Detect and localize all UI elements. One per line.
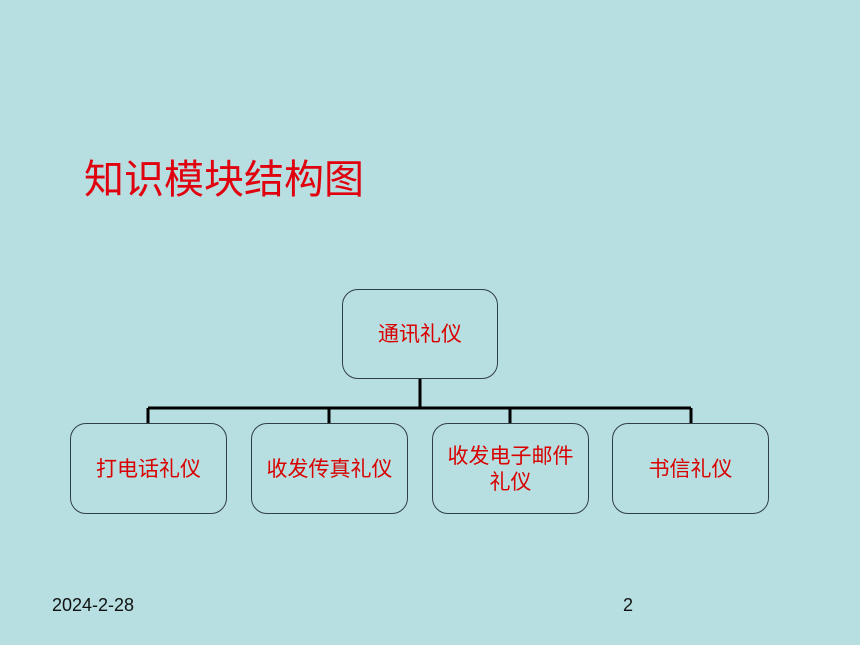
node-child-phone-etiquette: 打电话礼仪 [70,423,227,514]
node-child-label: 书信礼仪 [648,456,733,481]
node-child-label: 收发传真礼仪 [266,456,393,481]
node-child-fax-etiquette: 收发传真礼仪 [251,423,408,514]
node-root: 通讯礼仪 [342,289,498,379]
node-root-label: 通讯礼仪 [378,322,462,346]
slide-title: 知识模块结构图 [84,157,364,203]
node-child-letter-etiquette: 书信礼仪 [612,423,769,514]
node-child-label: 收发电子邮件礼仪 [447,443,574,494]
node-child-label: 打电话礼仪 [96,456,201,481]
page-number: 2 [623,595,634,615]
footer-date: 2024-2-28 [52,595,135,615]
node-child-email-etiquette: 收发电子邮件礼仪 [432,423,589,514]
